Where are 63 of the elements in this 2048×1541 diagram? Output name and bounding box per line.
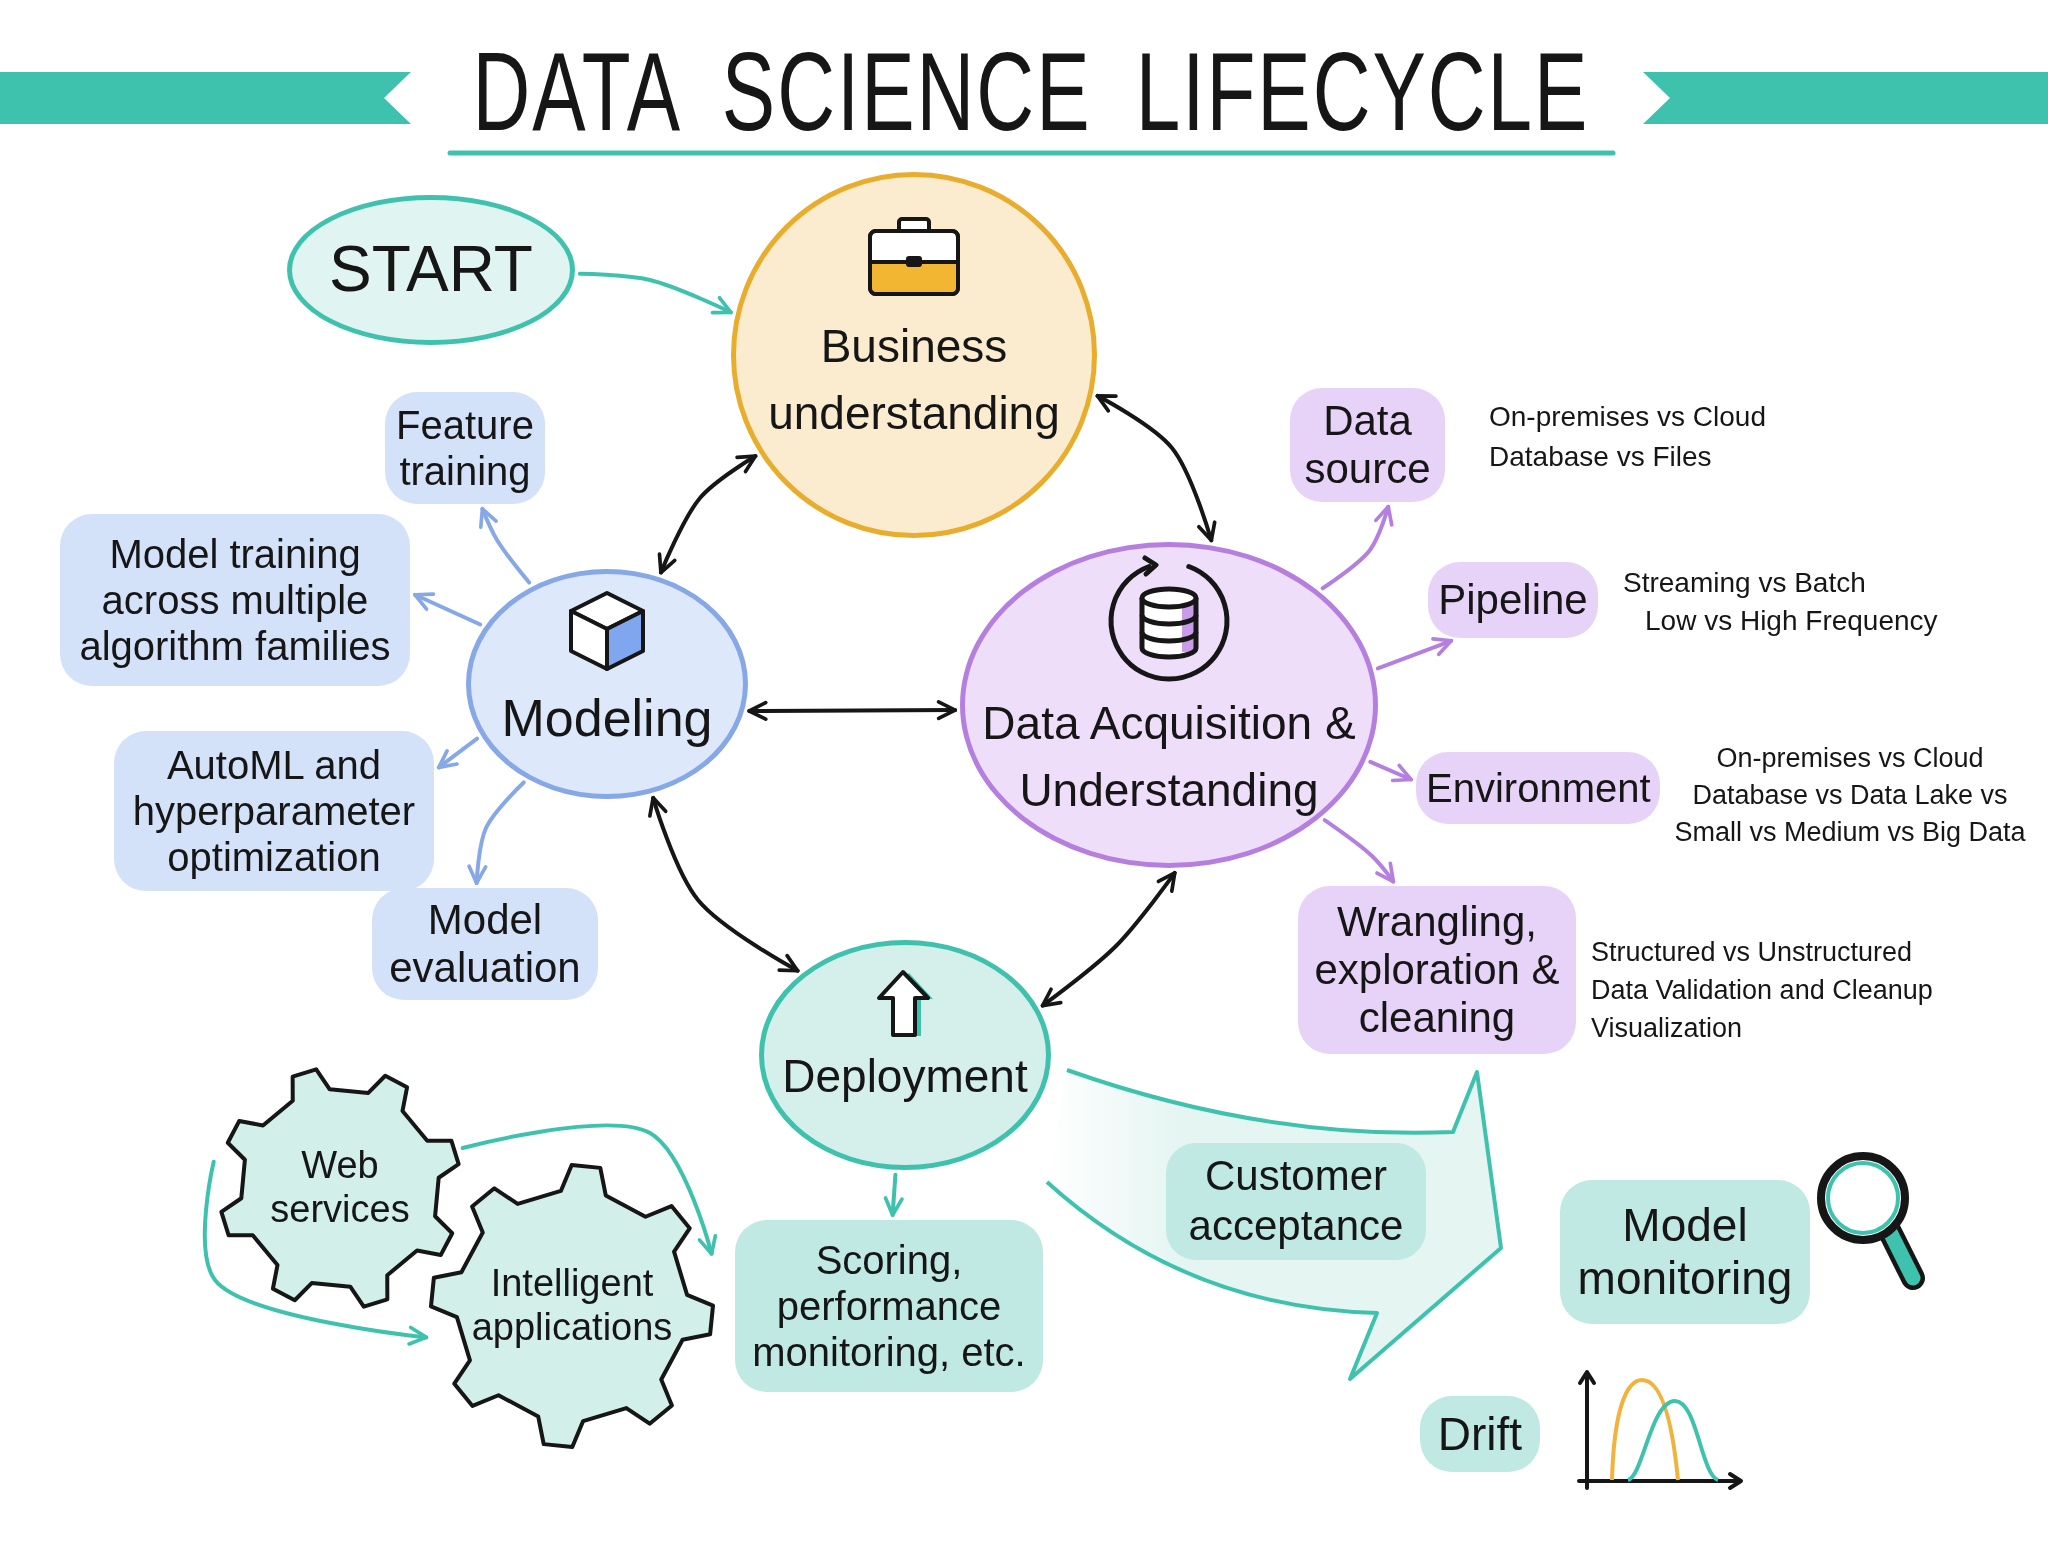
arrow — [1322, 818, 1396, 884]
note-text: Low vs High Frequency — [1645, 604, 1938, 638]
note-text: Streaming vs Batch — [1623, 566, 1866, 600]
double-headed-arrow — [1040, 870, 1177, 1008]
double-headed-arrow — [657, 454, 758, 575]
node-label: AutoML and hyperparameter optimization — [131, 742, 417, 880]
note-text: Data Validation and Cleanup — [1591, 974, 1933, 1007]
node-label: Feature training — [395, 402, 535, 494]
arrow — [413, 592, 483, 627]
node-label: Model training across multiple algorithm families — [78, 531, 392, 669]
arrow — [883, 1172, 904, 1217]
node-label: Model monitoring — [1576, 1199, 1794, 1305]
highlight-blob — [114, 731, 434, 891]
gear-shape — [216, 1064, 464, 1312]
note-text: Database vs Files — [1489, 440, 1712, 474]
node-label: Modeling — [501, 688, 713, 749]
node-label: Web services — [269, 1144, 411, 1232]
double-headed-arrow — [648, 795, 800, 973]
arrow — [1375, 637, 1454, 671]
node-label: Deployment — [782, 1049, 1028, 1104]
arrow — [460, 1123, 718, 1256]
node-label: Wrangling, exploration & cleaning — [1313, 897, 1561, 1043]
highlighted-label: Customer acceptance — [1166, 1143, 1426, 1260]
highlight-blob — [372, 888, 598, 1000]
highlight-blob — [1416, 752, 1660, 824]
double-headed-arrow — [747, 700, 958, 721]
note-text: On-premises vs Cloud — [1716, 742, 1984, 775]
node-label: Scoring, performance monitoring, etc. — [751, 1237, 1027, 1375]
highlight-blob — [735, 1220, 1043, 1392]
node-label: Model evaluation — [388, 895, 582, 993]
highlight-blob — [1298, 886, 1576, 1054]
node-label: Environment — [1426, 765, 1650, 811]
title: DATA SCIENCE LIFECYCLE — [472, 41, 1590, 143]
node-label: Pipeline — [1438, 575, 1588, 625]
note-text: Small vs Medium vs Big Data — [1674, 816, 2026, 849]
arrow — [467, 780, 526, 886]
note-text: Database vs Data Lake vs — [1692, 779, 2008, 812]
arrow — [577, 271, 733, 315]
ribbon-banner — [0, 72, 411, 124]
arrow — [202, 1159, 429, 1346]
node-label: Intelligent applications — [470, 1262, 674, 1350]
highlight-blob — [1560, 1180, 1810, 1324]
double-headed-arrow — [1095, 393, 1217, 543]
highlight-blob — [1420, 1396, 1540, 1472]
node-label: Data source — [1303, 396, 1432, 494]
node-label: Drift — [1437, 1407, 1523, 1461]
ribbon-banner — [1643, 72, 2048, 124]
block-arrow — [1045, 1068, 1505, 1382]
highlight-blob — [1290, 388, 1445, 502]
note-text: Visualization — [1591, 1012, 1743, 1045]
arrow — [1320, 504, 1394, 591]
node-label: Data Acquisition & Understanding — [981, 696, 1357, 818]
arrow — [436, 736, 480, 770]
arrow — [1368, 759, 1413, 783]
note-text: Structured vs Unstructured — [1591, 936, 1913, 969]
highlight-blob — [1428, 562, 1598, 638]
node-label: START — [329, 233, 533, 307]
note-text: On-premises vs Cloud — [1489, 400, 1766, 434]
gear-shape — [428, 1162, 716, 1450]
highlight-blob — [60, 514, 410, 686]
highlight-blob — [385, 392, 545, 504]
node-label: Business understanding — [767, 319, 1061, 441]
arrow — [479, 506, 532, 585]
